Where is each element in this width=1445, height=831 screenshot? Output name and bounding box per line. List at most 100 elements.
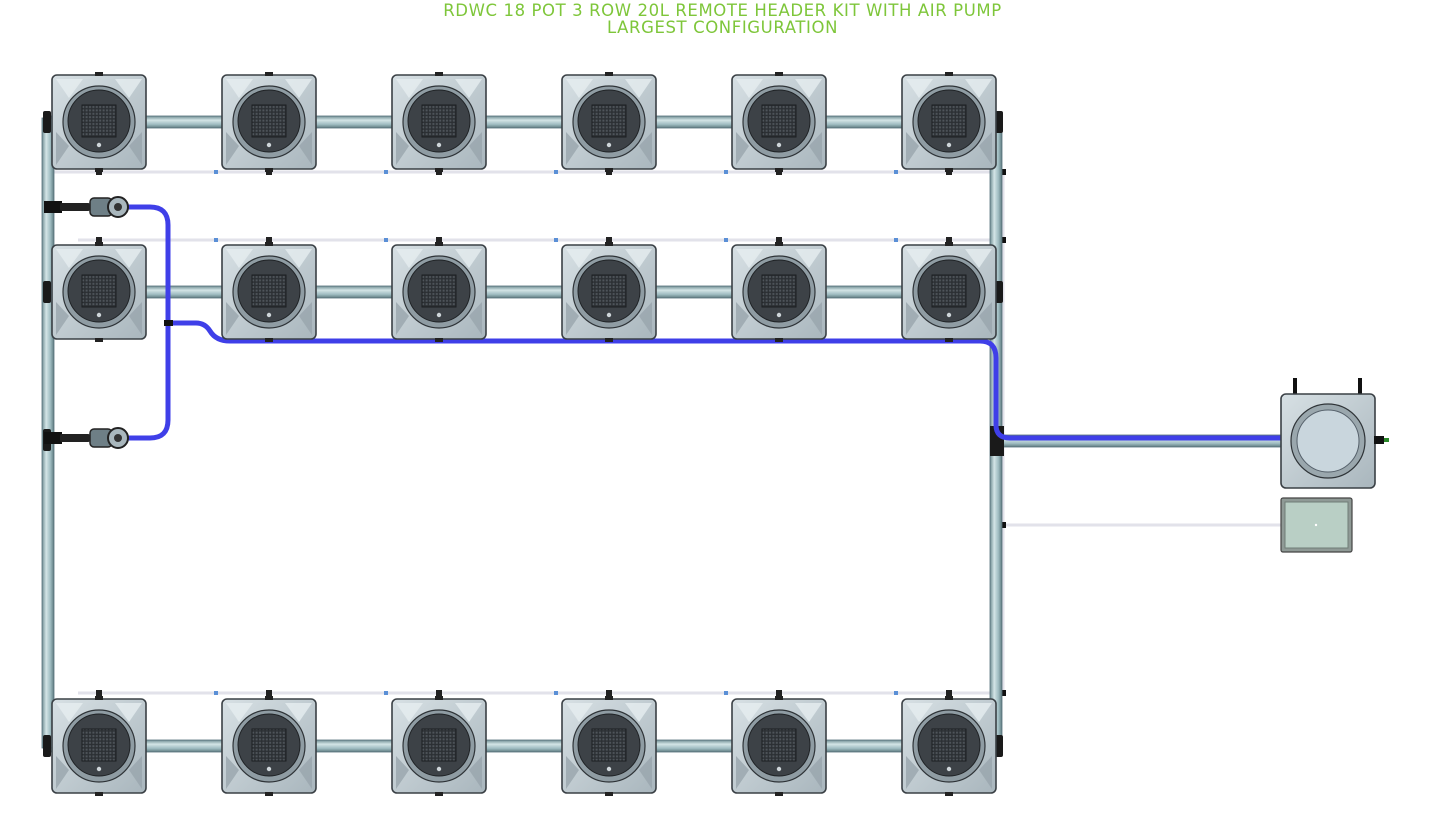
header-outlet-tip: [1384, 438, 1389, 442]
mesh-basket: [761, 728, 797, 762]
pot: [901, 72, 997, 172]
hose-tee: [164, 320, 173, 326]
pipe-fitting: [995, 281, 1003, 303]
mesh-basket: [591, 274, 627, 308]
pot: [51, 242, 147, 342]
air-line-end: [1001, 690, 1006, 696]
pot: [901, 696, 997, 796]
pot: [391, 72, 487, 172]
air-connector: [384, 238, 388, 242]
header-lid: [1296, 409, 1360, 473]
lid-port: [266, 312, 272, 318]
pot: [221, 72, 317, 172]
air-connector: [266, 690, 272, 696]
pot: [391, 242, 487, 342]
title-line-1: RDWC 18 POT 3 ROW 20L REMOTE HEADER KIT …: [443, 1, 1002, 20]
lid-port: [436, 142, 442, 148]
row-pipe: [47, 285, 1001, 299]
air-connector: [776, 690, 782, 696]
header-post: [1358, 378, 1362, 394]
air-connector: [606, 690, 612, 696]
mesh-basket: [421, 104, 457, 138]
title-line-2: LARGEST CONFIGURATION: [606, 18, 839, 37]
pipe-fitting: [43, 281, 51, 303]
header-tank: [1280, 378, 1389, 489]
pipe-fitting: [995, 111, 1003, 133]
air-connector: [266, 237, 272, 243]
pot: [561, 72, 657, 172]
mesh-basket: [251, 274, 287, 308]
air-connector: [554, 238, 558, 242]
lid-port: [776, 766, 782, 772]
mesh-basket: [81, 274, 117, 308]
pot: [561, 696, 657, 796]
air-connector: [894, 238, 898, 242]
row-pipe: [47, 739, 1001, 753]
air-connector: [724, 691, 728, 695]
air-connector: [554, 691, 558, 695]
lid-port: [96, 312, 102, 318]
air-connector: [436, 690, 442, 696]
air-connector: [436, 237, 442, 243]
pot: [221, 696, 317, 796]
air-connector: [96, 237, 102, 243]
mesh-basket: [81, 104, 117, 138]
pipework: [41, 111, 1291, 757]
air-line-end: [1001, 522, 1006, 528]
lid-port: [96, 142, 102, 148]
pot: [221, 242, 317, 342]
air-connector: [96, 690, 102, 696]
lid-port: [266, 766, 272, 772]
lid-port: [606, 312, 612, 318]
pot: [51, 696, 147, 796]
pot: [731, 242, 827, 342]
air-connector: [384, 170, 388, 174]
air-connector: [894, 170, 898, 174]
mesh-basket: [251, 104, 287, 138]
air-connector: [724, 238, 728, 242]
lid-port: [436, 312, 442, 318]
header-post: [1293, 378, 1297, 394]
pipe-fitting: [43, 735, 51, 757]
air-connector: [894, 691, 898, 695]
lid-port: [606, 142, 612, 148]
pot: [901, 242, 997, 342]
pot: [51, 72, 147, 172]
mesh-basket: [591, 728, 627, 762]
air-connector: [606, 237, 612, 243]
air-connector: [946, 690, 952, 696]
lid-port: [776, 142, 782, 148]
lid-port: [96, 766, 102, 772]
mesh-basket: [591, 104, 627, 138]
equipment: [1280, 378, 1389, 553]
pump-indicator: [1314, 523, 1318, 527]
air-connector: [214, 691, 218, 695]
pipe-fitting: [995, 735, 1003, 757]
lid-port: [266, 142, 272, 148]
mesh-basket: [251, 728, 287, 762]
pot: [391, 696, 487, 796]
header-outlet: [1374, 436, 1384, 444]
mesh-basket: [761, 104, 797, 138]
lid-port: [436, 766, 442, 772]
air-connector: [384, 691, 388, 695]
air-connector: [214, 238, 218, 242]
mesh-basket: [931, 728, 967, 762]
air-stone-fitting: [44, 427, 129, 449]
air-line-end: [1001, 237, 1006, 243]
mesh-basket: [931, 274, 967, 308]
pots: [51, 72, 997, 796]
pot: [561, 242, 657, 342]
mesh-basket: [421, 274, 457, 308]
lid-port: [606, 766, 612, 772]
pot: [731, 72, 827, 172]
lid-port: [946, 142, 952, 148]
lid-port: [946, 312, 952, 318]
air-stone-fitting: [44, 196, 129, 218]
mesh-basket: [81, 728, 117, 762]
lid-port: [946, 766, 952, 772]
air-line-end: [1001, 169, 1006, 175]
air-connector: [946, 237, 952, 243]
air-hose: [44, 196, 1285, 449]
